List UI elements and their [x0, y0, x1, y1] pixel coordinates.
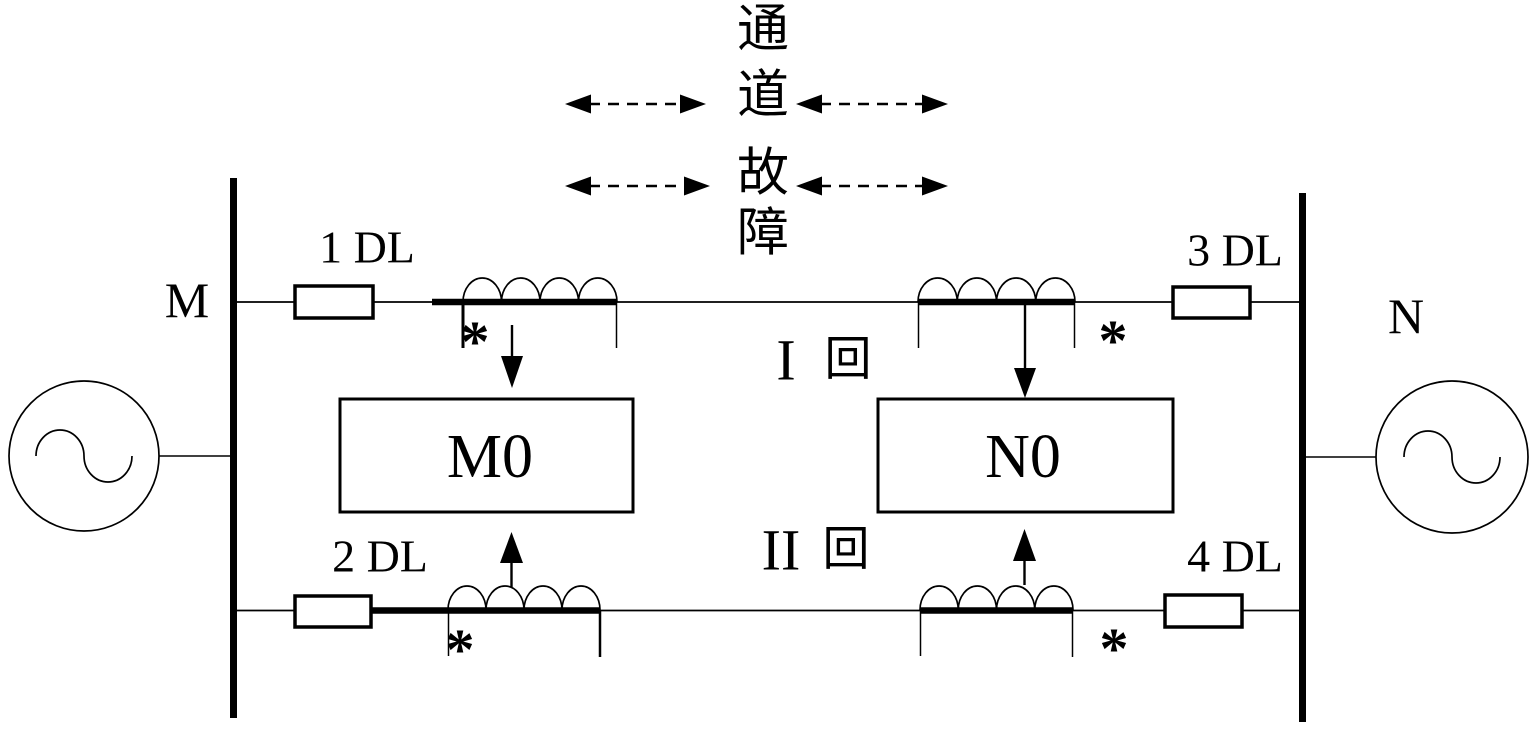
signal-arrow-line2-to-n0-icon	[1013, 529, 1036, 585]
breaker-2-label: 2 DL	[332, 531, 428, 582]
circuit-2-suffix: 回	[823, 524, 870, 576]
channel-fault-annotation: 通 道 故 障	[565, 2, 948, 263]
vertical-label-char-2: 道	[737, 68, 789, 125]
vertical-label-char-3: 故	[737, 146, 789, 203]
ct-upper-left-icon: *	[432, 277, 618, 374]
relay-m0-label: M0	[447, 423, 533, 491]
vertical-label-char-1: 通	[737, 2, 789, 59]
generator-left-icon	[8, 380, 230, 532]
breaker-4: 4 DL	[1163, 531, 1283, 629]
breaker-3-label: 3 DL	[1187, 225, 1283, 276]
breaker-2: 2 DL	[293, 531, 428, 629]
ct-upper-right-polarity-mark: *	[1099, 308, 1128, 373]
bus-m-label: M	[165, 272, 209, 328]
vertical-label-char-4: 障	[737, 206, 789, 263]
signal-arrow-line1-to-m0-icon	[501, 325, 523, 388]
channel-arrow-row2-left-icon	[565, 176, 710, 196]
signal-arrow-line1-to-n0-icon	[1014, 304, 1036, 398]
breaker-3: 3 DL	[1171, 225, 1283, 320]
ct-lower-right-icon: *	[919, 585, 1129, 681]
circuit-2-numeral: II	[762, 518, 801, 583]
signal-arrow-line2-to-m0-icon	[500, 532, 523, 587]
circuit-2-label: II 回	[762, 518, 870, 583]
ct-upper-left-polarity-mark: *	[461, 309, 490, 374]
relay-m0: M0	[338, 397, 635, 514]
circuit-1-suffix: 回	[825, 334, 872, 386]
circuit-1-numeral: I	[776, 328, 795, 393]
breaker-1-label: 1 DL	[319, 222, 415, 273]
breaker-1: 1 DL	[293, 222, 415, 320]
relay-n0-label: N0	[985, 423, 1061, 491]
bus-n: N	[1299, 193, 1424, 722]
channel-arrow-row1-left-icon	[565, 94, 706, 114]
breaker-4-label: 4 DL	[1187, 531, 1283, 582]
generator-right-icon	[1306, 380, 1529, 534]
ct-lower-left-icon: *	[372, 585, 602, 682]
bus-n-label: N	[1388, 288, 1424, 344]
ct-upper-right-icon: *	[917, 277, 1128, 373]
channel-arrow-row1-right-icon	[796, 94, 948, 114]
ct-lower-left-polarity-mark: *	[446, 617, 475, 682]
circuit-1-label: I 回	[776, 328, 871, 393]
relay-n0: N0	[876, 397, 1175, 514]
ct-lower-right-polarity-mark: *	[1100, 616, 1129, 681]
channel-arrow-row2-right-icon	[796, 176, 948, 196]
bus-m: M	[165, 178, 237, 718]
